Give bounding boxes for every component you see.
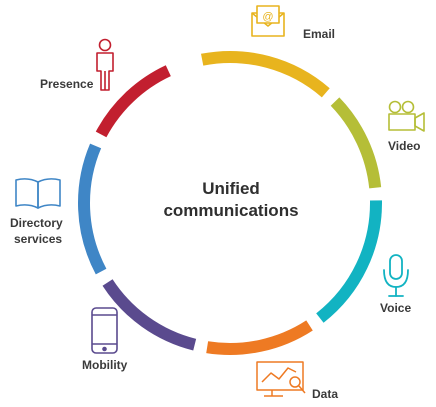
voice-label: Voice xyxy=(380,301,411,315)
svg-text:@: @ xyxy=(262,11,273,23)
ring-segment-mobility xyxy=(102,279,197,351)
directory-services-label-line1: Directory xyxy=(10,216,63,230)
analytics-monitor-icon xyxy=(256,361,306,397)
mobility-label: Mobility xyxy=(82,358,128,372)
email-icon: @ xyxy=(251,5,285,37)
ring-segment-presence xyxy=(95,65,171,138)
open-book-icon xyxy=(15,178,61,209)
data-label: Data xyxy=(312,387,338,401)
ring-segment-data xyxy=(206,320,313,355)
microphone-icon xyxy=(383,254,409,297)
email-label: Email xyxy=(303,27,335,41)
ring-segment-voice xyxy=(316,200,382,323)
video-camera-icon xyxy=(388,100,425,132)
presence-label: Presence xyxy=(40,77,94,91)
ring xyxy=(78,51,382,355)
center-title-line2: communications xyxy=(163,201,298,220)
video-label: Video xyxy=(388,139,420,153)
ring-segment-directory xyxy=(78,143,107,275)
person-icon xyxy=(96,38,114,91)
smartphone-icon xyxy=(91,307,118,354)
center-title-line1: Unified xyxy=(202,179,260,198)
ring-segment-email xyxy=(200,51,330,98)
directory-services-label-line2: services xyxy=(14,232,62,246)
ring-segment-video xyxy=(330,97,382,189)
